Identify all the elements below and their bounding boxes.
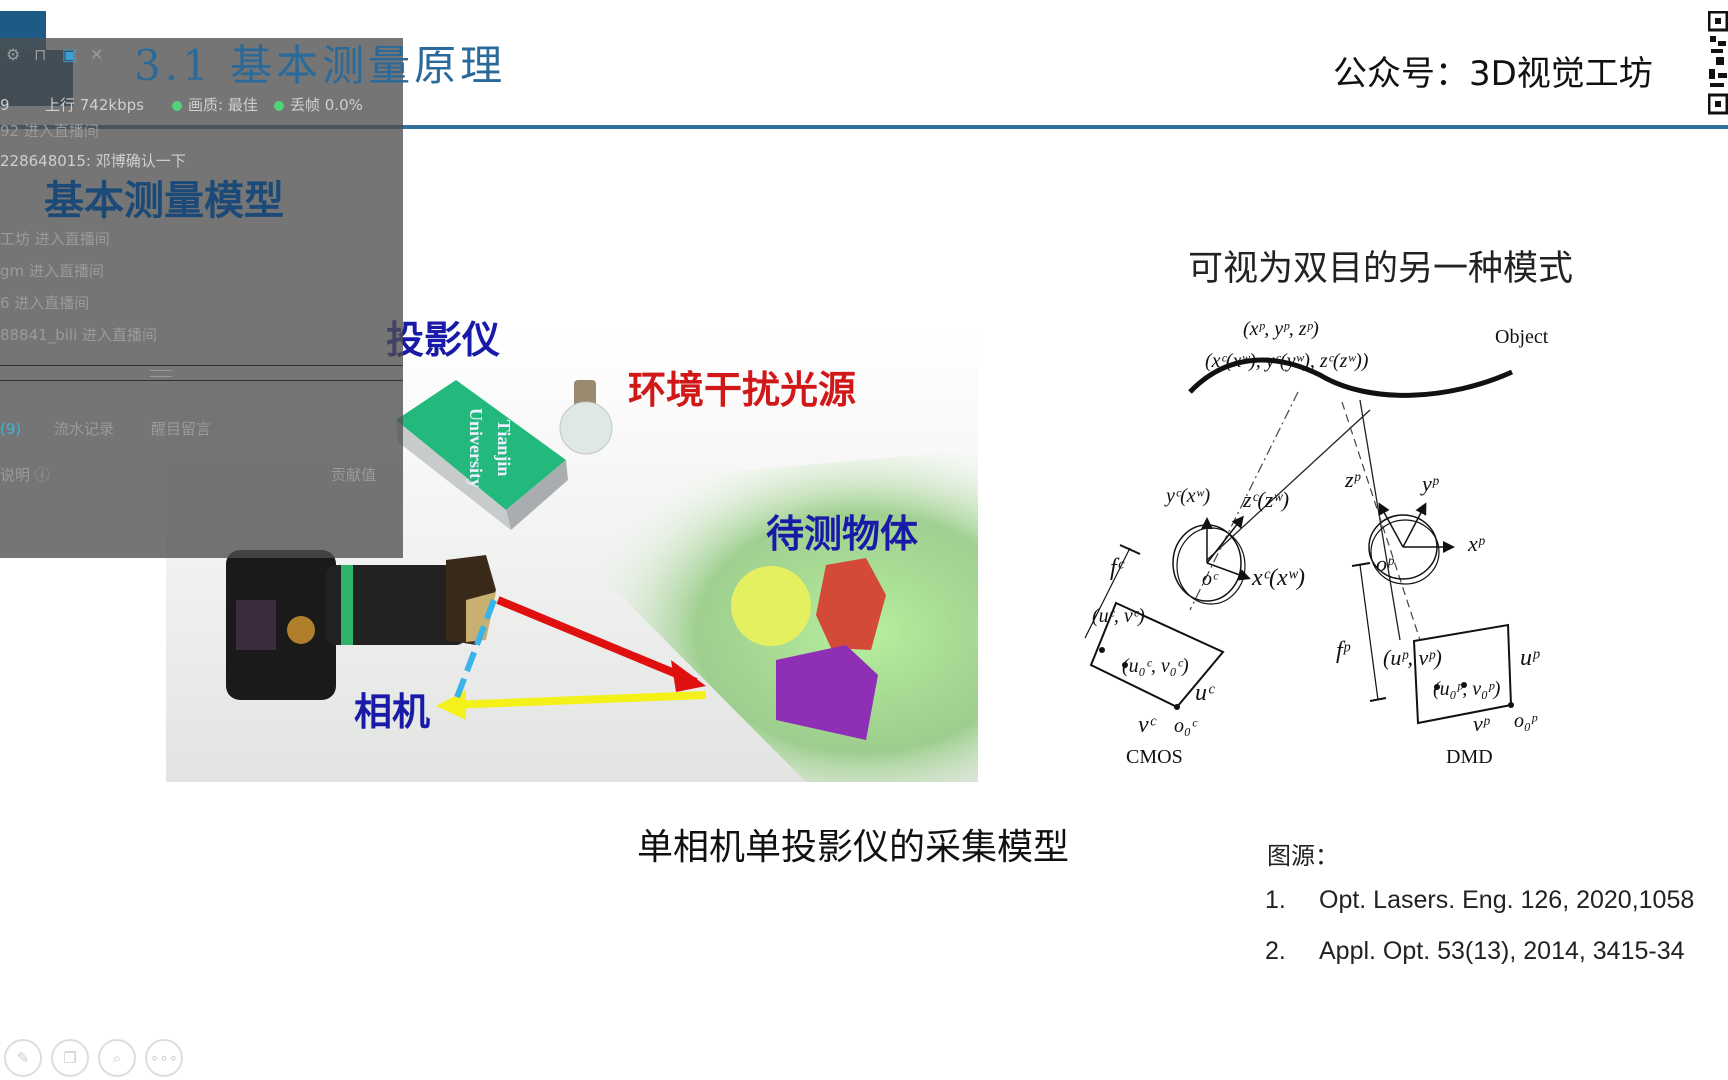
- stat-drop: 丢帧 0.0%: [274, 96, 363, 114]
- label-point-c: (xᶜ(xʷ), yᶜ(yʷ), zᶜ(zʷ)): [1205, 350, 1369, 372]
- label-projector: 投影仪: [386, 318, 501, 362]
- tab-records[interactable]: 流水记录: [54, 420, 115, 438]
- label-fc: fᶜ: [1110, 555, 1123, 581]
- tab-superchat[interactable]: 醒目留言: [151, 420, 212, 438]
- label-cmos: CMOS: [1126, 746, 1183, 768]
- stat-quality-text: 画质: 最佳: [188, 96, 258, 114]
- projector: [396, 380, 566, 510]
- label-dmd: DMD: [1446, 746, 1493, 768]
- divider: [0, 380, 403, 381]
- qr-code-icon: [1708, 11, 1728, 115]
- label-object: 待测物体: [766, 512, 919, 556]
- label-o0p: o₀ᵖ: [1514, 710, 1537, 732]
- divider: [0, 365, 403, 366]
- label-xc: xᶜ(xʷ): [1252, 565, 1305, 591]
- more-icon[interactable]: ∘∘∘: [145, 1039, 183, 1077]
- zoom-icon[interactable]: ⌕: [98, 1039, 136, 1077]
- slide-title: 3.1 基本测量原理: [134, 41, 507, 90]
- label-uvc: (uᶜ, vᶜ): [1092, 605, 1145, 627]
- label-ambient-light: 环境干扰光源: [628, 368, 857, 412]
- stat-drop-text: 丢帧 0.0%: [290, 96, 363, 114]
- label-zp: zᵖ: [1345, 467, 1360, 492]
- help-icon: ⓘ: [34, 466, 50, 484]
- chat-message: 工坊 进入直播间: [0, 230, 110, 248]
- source-label: 图源：: [1267, 842, 1339, 870]
- status-dot: [172, 100, 182, 111]
- footer-help-text: 说明: [0, 466, 31, 484]
- gear-icon[interactable]: ⚙: [6, 45, 21, 64]
- label-up: uᵖ: [1520, 645, 1539, 671]
- reference-number: 2.: [1265, 937, 1286, 965]
- label-vc: vᶜ: [1138, 712, 1155, 738]
- brand-text: 公众号：3D视觉工坊: [1333, 54, 1653, 94]
- svg-text:Tianjin: Tianjin: [494, 420, 514, 477]
- stat-quality: 画质: 最佳: [172, 96, 258, 114]
- label-uvp: (uᵖ, vᵖ): [1383, 645, 1442, 670]
- purple-cube: [776, 645, 878, 740]
- yellow-sphere: [731, 566, 811, 646]
- label-yp: yᵖ: [1422, 471, 1438, 496]
- diagram-lines: [1084, 357, 1514, 725]
- image-caption: 单相机单投影仪的采集模型: [637, 827, 1070, 868]
- label-oc: oᶜ: [1202, 568, 1218, 590]
- label-object: Object: [1495, 326, 1549, 348]
- live-stream-panel: ⚙ ⊓ ▣ ✕ 9 上行 742kbps 画质: 最佳 丢帧 0.0% 92 进…: [0, 38, 403, 558]
- chat-message: gm 进入直播间: [0, 262, 104, 280]
- camera: [226, 550, 496, 700]
- reference-item: 1. Opt. Lasers. Eng. 126, 2020,1058: [1265, 886, 1694, 915]
- label-op: oᵖ: [1376, 551, 1394, 576]
- lock-icon[interactable]: ⊓: [34, 45, 47, 64]
- section-subtitle: 基本测量模型: [44, 178, 284, 224]
- chat-message: 228648015: 邓博确认一下: [0, 152, 186, 170]
- reference-text: Appl. Opt. 53(13), 2014, 3415-34: [1319, 937, 1685, 965]
- label-point-p: (xᵖ, yᵖ, zᵖ): [1243, 318, 1319, 340]
- pin-icon[interactable]: ▣: [62, 45, 78, 64]
- resize-handle[interactable]: [150, 370, 172, 377]
- header-divider: [0, 125, 1728, 129]
- svg-text:University: University: [466, 408, 486, 488]
- reference-item: 2. Appl. Opt. 53(13), 2014, 3415-34: [1265, 937, 1685, 966]
- camera-projector-diagram: (xᵖ, yᵖ, zᵖ) (xᶜ(xʷ), yᶜ(yʷ), zᶜ(zʷ)) Ob…: [1080, 310, 1600, 780]
- label-yc: yᶜ(xʷ): [1166, 485, 1211, 507]
- slides-icon[interactable]: ❐: [51, 1039, 89, 1077]
- label-fp: fᵖ: [1336, 638, 1350, 664]
- chat-message: 6 进入直播间: [0, 294, 90, 312]
- right-title: 可视为双目的另一种模式: [1188, 249, 1574, 289]
- stat-upload: 上行 742kbps: [45, 96, 144, 114]
- label-uv0c: (u₀ᶜ, v₀ᶜ): [1122, 655, 1189, 677]
- reference-text: Opt. Lasers. Eng. 126, 2020,1058: [1319, 886, 1695, 914]
- pen-icon[interactable]: ✎: [4, 1039, 42, 1077]
- label-uc: uᶜ: [1195, 680, 1214, 706]
- label-xp: xᵖ: [1468, 531, 1484, 556]
- reference-number: 1.: [1265, 886, 1286, 914]
- contribution-label: 贡献值: [331, 466, 377, 484]
- stat-left: 9: [0, 96, 10, 114]
- footer-help[interactable]: 说明 ⓘ: [0, 466, 50, 484]
- label-camera: 相机: [354, 690, 431, 734]
- chat-message: 92 进入直播间: [0, 122, 99, 140]
- label-zc: zᶜ(zʷ): [1243, 487, 1290, 512]
- red-prism: [816, 558, 886, 650]
- close-icon[interactable]: ✕: [90, 45, 104, 64]
- label-o0c: o₀ᶜ: [1174, 715, 1197, 737]
- tab-gifts[interactable]: (9): [0, 420, 22, 438]
- status-dot: [274, 100, 284, 111]
- label-vp: vᵖ: [1473, 711, 1489, 736]
- label-uv0p: (u₀ᵖ, v₀ᵖ): [1433, 678, 1501, 700]
- chat-message: 88841_bili 进入直播间: [0, 326, 158, 344]
- light-bulb: [574, 380, 596, 408]
